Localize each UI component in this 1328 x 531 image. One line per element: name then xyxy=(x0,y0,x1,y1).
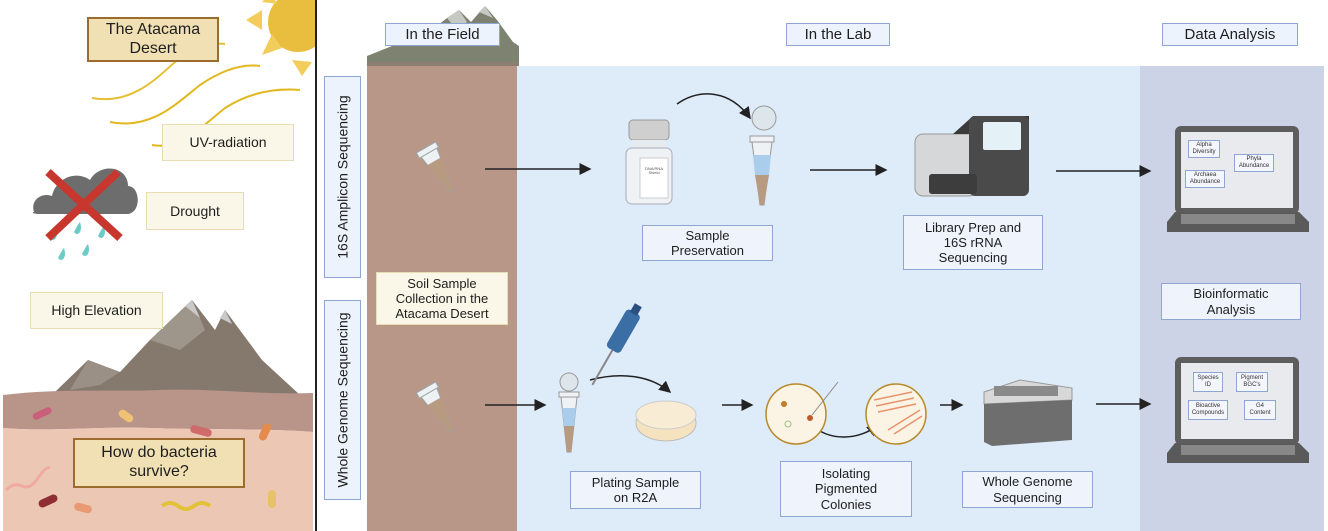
panel-divider xyxy=(315,0,317,531)
step-sample-preservation: Sample Preservation xyxy=(642,225,773,261)
row-label-wgs: Whole Genome Sequencing xyxy=(324,300,361,500)
soil-top-layer xyxy=(3,389,313,432)
sequencer-icon xyxy=(914,116,1029,197)
field-step-soil-collection: Soil Sample Collection in the Atacama De… xyxy=(376,272,508,325)
no-rain-icon xyxy=(32,168,138,260)
left-panel: The Atacama Desert UV-radiation Drought … xyxy=(0,0,316,531)
lab-column xyxy=(517,66,1140,531)
header-analysis: Data Analysis xyxy=(1162,23,1298,46)
atacama-title: The Atacama Desert xyxy=(87,17,219,62)
metric-g4-content: G4 Content xyxy=(1244,400,1276,420)
step-library-prep: Library Prep and 16S rRNA Sequencing xyxy=(903,215,1043,270)
preservation-tube-icon xyxy=(749,105,777,206)
step-plating-sample: Plating Sample on R2A xyxy=(570,471,701,509)
header-lab: In the Lab xyxy=(786,23,890,46)
petri-dish-icon xyxy=(635,400,697,442)
metric-phyla-abundance: Phyla Abundance xyxy=(1234,154,1274,172)
sun-icon xyxy=(246,0,316,76)
metric-archaea-abundance: Archaea Abundance xyxy=(1185,170,1225,188)
factor-high-elevation: High Elevation xyxy=(30,292,163,329)
arrow-tube-to-plate xyxy=(589,375,672,393)
metric-species-id: Species ID xyxy=(1193,372,1223,392)
step-whole-genome-sequencing: Whole Genome Sequencing xyxy=(962,471,1093,508)
soil-tube-icon-bottom xyxy=(415,381,454,433)
metric-alpha-diversity: Alpha Diversity xyxy=(1188,140,1220,158)
petri-dishes-colonies-icon xyxy=(765,381,927,445)
bacteria-question: How do bacteria survive? xyxy=(73,438,245,488)
pipette-tube-icon xyxy=(558,303,642,453)
bottle-label: DNA/RNA Shield xyxy=(644,166,663,176)
bacteria-icons xyxy=(4,407,276,514)
mountain-icon xyxy=(55,300,300,395)
bioinformatic-analysis-label: Bioinformatic Analysis xyxy=(1161,283,1301,320)
factor-uv-radiation: UV-radiation xyxy=(162,124,294,161)
reagent-bottle-icon xyxy=(625,119,673,205)
factor-drought: Drought xyxy=(146,192,244,230)
genome-sequencer-icon xyxy=(983,379,1073,446)
step-isolating-colonies: Isolating Pigmented Colonies xyxy=(780,461,912,517)
metric-pigment-bgcs: Pigment BGC's xyxy=(1236,372,1268,392)
arrow-bottle-to-tube xyxy=(676,93,751,120)
row-label-16s: 16S Amplicon Sequencing xyxy=(324,76,361,278)
header-field: In the Field xyxy=(385,23,500,46)
metric-bioactive-compounds: Bioactive Compounds xyxy=(1188,400,1228,420)
soil-tube-icon-top xyxy=(415,141,454,193)
